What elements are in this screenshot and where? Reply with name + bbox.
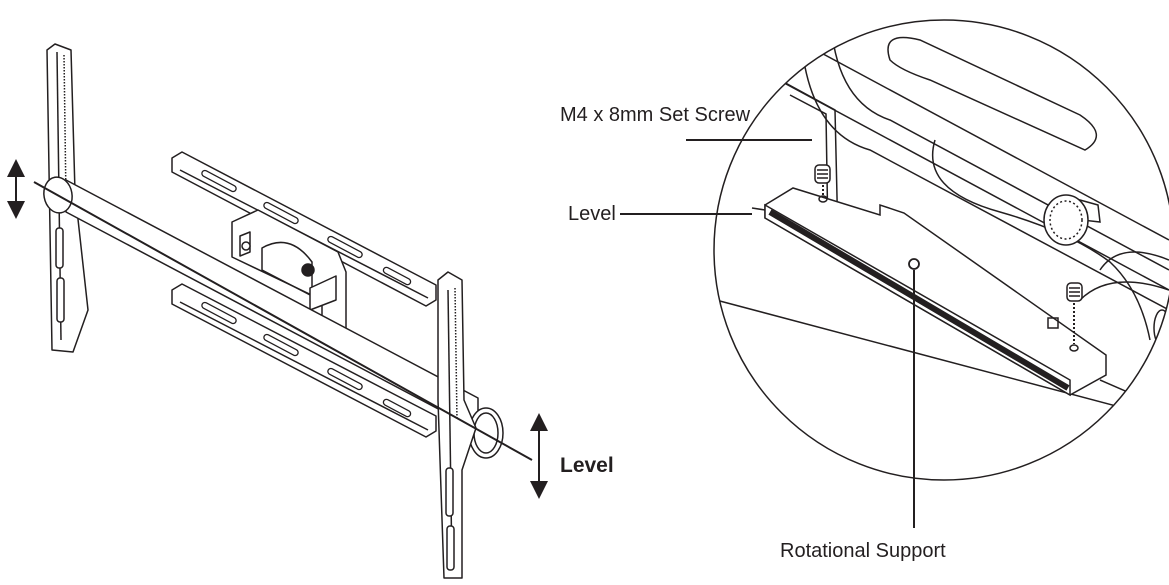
mount-assembly <box>43 43 504 579</box>
detail-circle <box>713 19 1169 481</box>
level-main-label: Level <box>560 454 614 477</box>
pivot-point-icon <box>908 258 920 270</box>
rotational-support-label: Rotational Support <box>780 540 946 562</box>
set-screw-label: M4 x 8mm Set Screw <box>560 104 751 126</box>
level-detail-label: Level <box>568 203 616 225</box>
set-screw-icon <box>814 164 831 196</box>
right-vertical-bracket <box>437 271 477 579</box>
detail-view <box>713 19 1169 481</box>
level-line <box>33 181 533 461</box>
thumb-knob-icon <box>1043 194 1101 246</box>
set-screw-icon <box>1066 282 1083 344</box>
wall-plate <box>171 151 437 438</box>
center-bracket <box>231 209 347 347</box>
